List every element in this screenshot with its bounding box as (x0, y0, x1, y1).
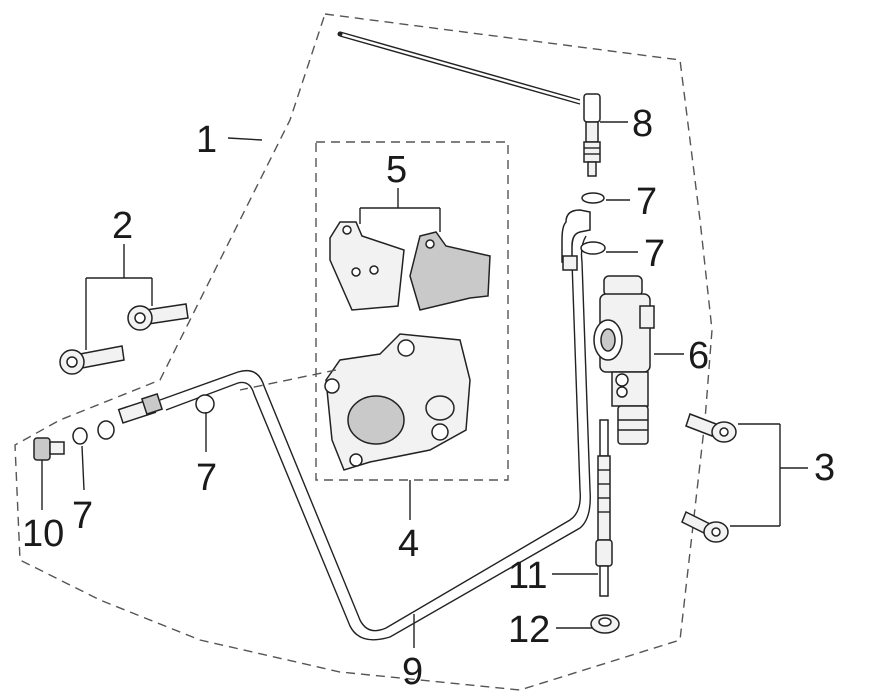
callout-7-second: 7 (644, 233, 665, 275)
brake-pad-5-left (329, 221, 405, 311)
callout-1: 1 (196, 119, 217, 161)
brake-light-switch-8 (583, 93, 601, 177)
callout-4: 4 (398, 523, 419, 565)
brake-light-wire (337, 31, 581, 105)
callout-9: 9 (402, 651, 423, 693)
callout-11: 11 (508, 555, 547, 597)
callout-3: 3 (814, 447, 835, 489)
callout-12: 12 (508, 609, 550, 651)
master-cylinder-6 (593, 275, 655, 445)
washer-7-left-b (72, 427, 88, 445)
leader-lines (41, 121, 808, 648)
brake-caliper-4 (324, 333, 471, 471)
banjo-bolt-10 (33, 437, 65, 461)
banjo-fitting-left (117, 392, 164, 424)
washer-7-mid (195, 394, 215, 414)
callout-10: 10 (22, 513, 64, 555)
callout-7-upper: 7 (636, 181, 657, 223)
callout-8: 8 (632, 103, 653, 145)
bolt-3-lower (681, 510, 729, 543)
push-rod-11 (595, 419, 613, 597)
callout-5: 5 (386, 149, 407, 191)
washer-7-upper (581, 192, 605, 204)
bolt-2-lower (59, 345, 125, 375)
bolt-2-upper (127, 303, 189, 331)
washer-7-lower (580, 241, 606, 255)
callout-7-left: 7 (72, 495, 93, 537)
callout-2: 2 (112, 205, 133, 247)
washer-7-left-a (97, 420, 115, 440)
bolt-3-upper (685, 413, 737, 443)
banjo-fitting (561, 209, 591, 271)
brake-pad-5-right (409, 231, 491, 311)
assembly-boundary (14, 13, 713, 691)
nut-12 (590, 614, 620, 634)
caliper-group-box (315, 141, 509, 481)
callout-6: 6 (688, 335, 709, 377)
callout-7-mid: 7 (196, 457, 217, 499)
